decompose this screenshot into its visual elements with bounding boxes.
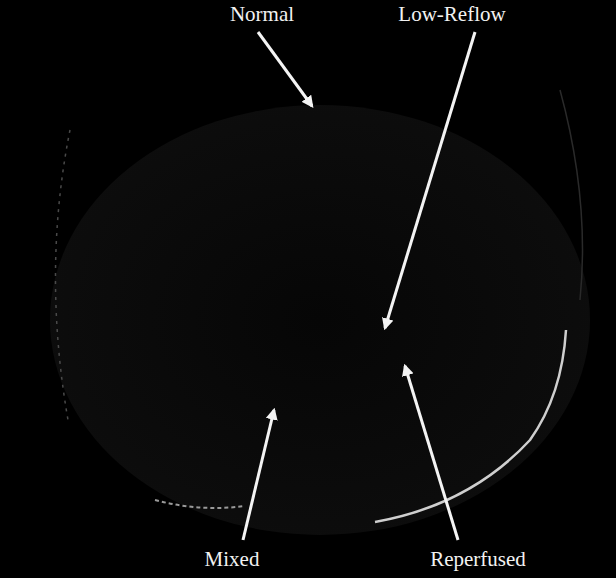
- heart-slice: [50, 105, 590, 535]
- region-label: Reperfused: [430, 548, 526, 571]
- leader-arrow: [243, 410, 274, 540]
- leader-arrow: [385, 32, 475, 328]
- region-label: Normal: [230, 3, 294, 26]
- slice-edge-left: [55, 130, 70, 420]
- leader-arrow: [258, 32, 312, 106]
- leader-arrow: [405, 366, 458, 540]
- slice-edge-bottom-left: [155, 500, 245, 508]
- region-label: Mixed: [205, 548, 260, 571]
- slice-edge-right: [560, 90, 583, 300]
- region-label: Low-Reflow: [398, 3, 505, 26]
- slice-edge-bottom-right: [375, 330, 566, 522]
